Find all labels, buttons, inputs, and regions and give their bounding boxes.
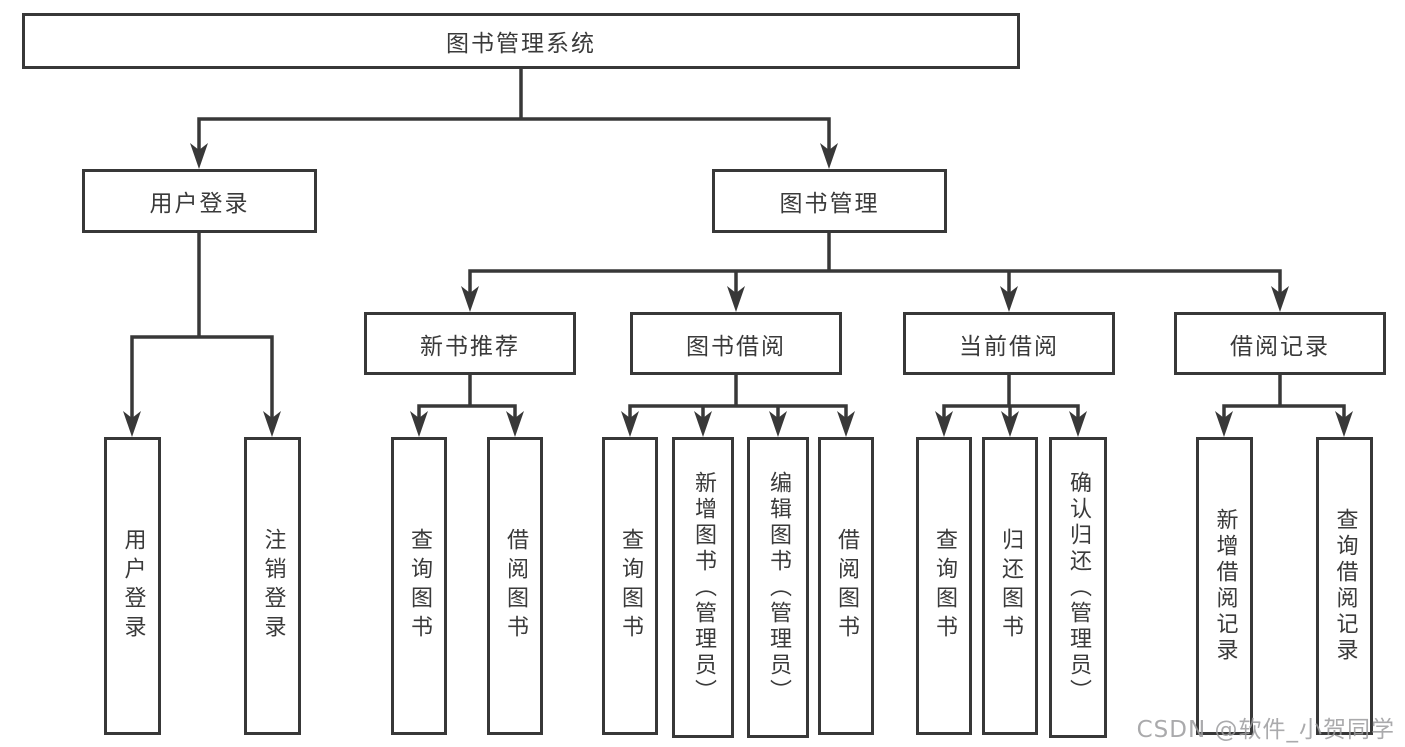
node-book-management: 图书管理 [712, 169, 947, 233]
node-current-borrowing: 当前借阅 [903, 312, 1115, 375]
leaf-current-confirm-return-admin: 确认归还（管理员） [1049, 437, 1107, 738]
node-book-borrowing: 图书借阅 [630, 312, 842, 375]
leaf-newrec-query-books: 查询图书 [391, 437, 447, 735]
leaf-borrowing-edit-books-admin: 编辑图书（管理员） [747, 437, 809, 738]
leaf-newrec-borrow-books: 借阅图书 [487, 437, 543, 735]
leaf-current-query-books: 查询图书 [916, 437, 972, 735]
node-library-management-system: 图书管理系统 [22, 13, 1020, 69]
leaf-records-query-record: 查询借阅记录 [1316, 437, 1373, 735]
leaf-borrowing-add-books-admin: 新增图书（管理员） [672, 437, 734, 738]
node-borrowing-records: 借阅记录 [1174, 312, 1386, 375]
leaf-records-add-record: 新增借阅记录 [1196, 437, 1253, 735]
leaf-borrowing-borrow-books: 借阅图书 [818, 437, 874, 735]
leaf-user-login: 用户登录 [104, 437, 161, 735]
node-user-login-group: 用户登录 [82, 169, 317, 233]
csdn-watermark: CSDN @软件_小贺同学 [1136, 717, 1395, 743]
leaf-current-return-books: 归还图书 [982, 437, 1038, 735]
leaf-logout: 注销登录 [244, 437, 301, 735]
leaf-borrowing-query-books: 查询图书 [602, 437, 658, 735]
node-new-book-recommendation: 新书推荐 [364, 312, 576, 375]
